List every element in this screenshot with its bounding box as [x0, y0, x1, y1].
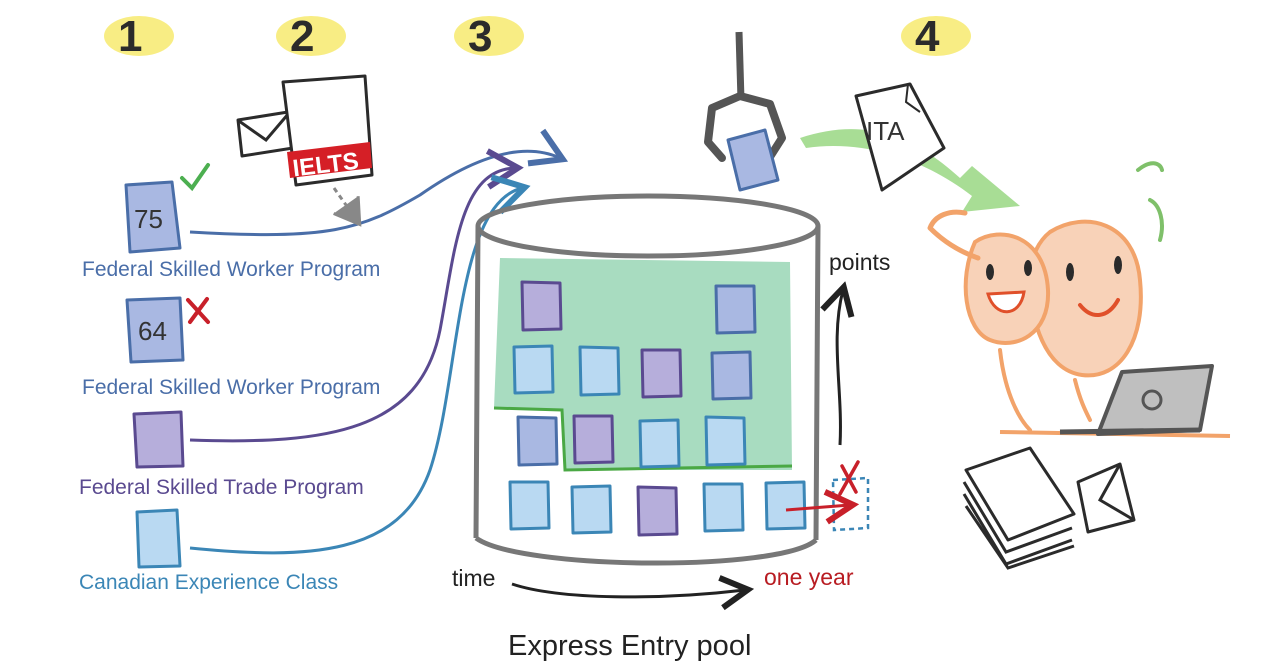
pool-caption: Express Entry pool	[508, 630, 752, 662]
pool-card	[704, 415, 747, 467]
time-axis-arrow	[511, 584, 745, 597]
one-year-label: one year	[764, 564, 854, 590]
points-axis-arrow	[837, 290, 843, 446]
pool-card	[710, 350, 753, 401]
step-1-number: 1	[104, 12, 174, 62]
pool-bottom	[474, 535, 818, 566]
points-axis-label: points	[829, 249, 891, 275]
ita-document: ITA	[854, 82, 946, 192]
happy-couple-illustration	[927, 161, 1231, 438]
envelope-icon	[1076, 462, 1136, 534]
reject-x-icon	[186, 297, 210, 324]
candidate-card-cec	[135, 508, 182, 569]
document-stack-icon	[962, 446, 1076, 570]
pool-card	[516, 415, 559, 467]
ielts-document: IELTS	[281, 74, 374, 187]
candidate-card-fsw-64	[125, 296, 185, 364]
candidate-card-fst	[132, 410, 185, 469]
pool-candidate-cards	[508, 280, 807, 537]
candidate-score: 75	[134, 204, 163, 234]
pool-card	[512, 344, 555, 395]
ita-label: ITA	[866, 116, 905, 146]
candidate-score: 64	[138, 316, 167, 346]
envelope-icon	[236, 110, 295, 158]
candidate-card-fsw-75	[124, 180, 182, 254]
step-3-number: 3	[454, 12, 524, 62]
pool-top-rim	[475, 193, 821, 259]
pool-card	[636, 485, 679, 537]
program-label-cec: Canadian Experience Class	[79, 571, 339, 594]
claw-icon	[704, 31, 786, 192]
check-icon	[180, 163, 210, 192]
pool-cutoff-line	[493, 406, 793, 472]
expired-x-icon	[838, 460, 860, 496]
ielts-dashed-arrow	[332, 187, 362, 227]
pool-walls	[473, 225, 821, 541]
step-2-number: 2	[276, 12, 346, 62]
pool-card	[638, 418, 681, 469]
expire-arrow	[785, 505, 850, 510]
program-label-fsw: Federal Skilled Worker Program	[82, 258, 381, 281]
selected-candidate-card	[726, 128, 780, 192]
program-label-fst: Federal Skilled Trade Program	[79, 476, 364, 499]
program-label-fsw: Federal Skilled Worker Program	[82, 376, 381, 399]
flow-arrow-fst	[189, 148, 524, 443]
pool-card	[508, 480, 551, 531]
pool-card	[572, 414, 615, 465]
pool-card	[578, 345, 621, 397]
pool-card	[520, 280, 563, 332]
laptop-icon	[1059, 364, 1214, 436]
time-axis-label: time	[452, 565, 496, 591]
step-4-number: 4	[901, 12, 971, 62]
expired-slot	[831, 476, 870, 532]
flow-arrow-fsw	[189, 128, 569, 237]
pool-card	[570, 484, 613, 535]
pool-card	[714, 284, 757, 335]
pool-card	[640, 348, 683, 399]
pool-card	[764, 480, 807, 531]
pool-card	[702, 482, 745, 533]
